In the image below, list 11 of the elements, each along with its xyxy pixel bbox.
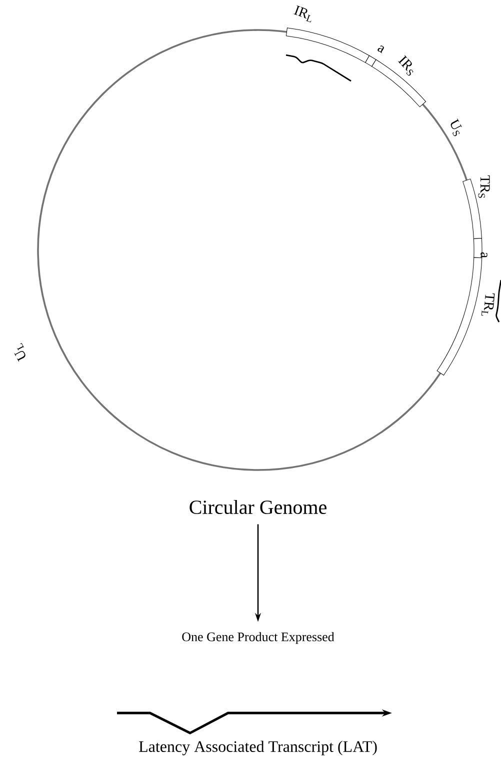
caption-text: Circular Genome [190,500,326,514]
caption-text: One Gene Product Expressed [182,632,334,644]
segment-label: TR$_{L}$ [481,293,495,316]
caption-text: Latency Associated Transcript (LAT) [139,740,377,756]
segment-label: U$_{L}$ [14,343,26,362]
segment-label: IR$_{L}$ [294,5,312,22]
segment-label: U$_{S}$ [450,118,462,136]
segment-label: TR$_{S}$ [478,175,490,198]
segment-label: a [480,252,488,258]
segment-label: a [378,45,384,54]
segment-label: IR$_{S}$ [398,55,414,76]
